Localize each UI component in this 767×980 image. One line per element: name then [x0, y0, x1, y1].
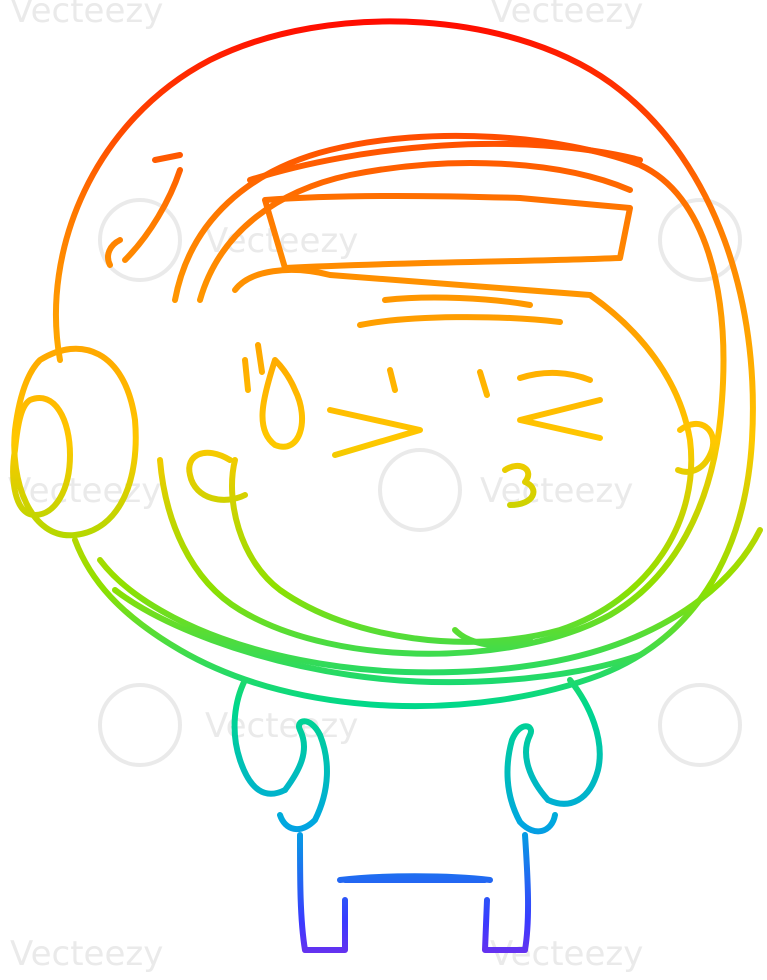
- watermark-text: Vecteezy: [10, 0, 163, 31]
- ear: [186, 449, 248, 503]
- leg-right: [482, 832, 532, 953]
- watermark-text: Vecteezy: [480, 471, 633, 511]
- helmet-highlight: [152, 152, 183, 163]
- visor-band-top: [247, 140, 643, 183]
- chin: [452, 627, 533, 649]
- watermark-layer: Vecteezy Vecteezy Vecteezy Vecteezy Vect…: [8, 0, 742, 974]
- watermark-text: Vecteezy: [205, 706, 358, 746]
- leg-left: [297, 832, 348, 953]
- helmet-inner-rim: [157, 132, 727, 657]
- sweat-drop: [259, 357, 306, 450]
- eyebrow-mark: [477, 369, 490, 398]
- collar: [97, 527, 763, 676]
- hand-right: [504, 723, 558, 835]
- watermark-text: Vecteezy: [490, 0, 643, 31]
- eye-right: [517, 397, 603, 441]
- visor-band: [262, 192, 633, 271]
- belt: [337, 873, 493, 883]
- ear-right: [675, 421, 717, 475]
- face-outline: [229, 267, 695, 645]
- hair-line: [382, 294, 533, 308]
- hair-line: [357, 314, 563, 328]
- watermark-text: Vecteezy: [8, 471, 161, 511]
- collar-inner: [112, 587, 643, 686]
- watermark-text: Vecteezy: [490, 934, 643, 974]
- eyebrow-right: [517, 369, 593, 383]
- watermark-text: Vecteezy: [10, 934, 163, 974]
- sweat-lines: [242, 357, 251, 393]
- eyebrow-left: [387, 367, 398, 393]
- hand-left: [277, 718, 330, 832]
- helmet-highlight: [122, 167, 183, 263]
- helmet-highlight: [105, 237, 123, 268]
- sweat-lines: [255, 342, 265, 375]
- ear-piece-inner: [10, 395, 73, 518]
- torso-left: [231, 677, 288, 797]
- mouth: [502, 462, 537, 508]
- eye-left: [327, 407, 423, 458]
- torso-right: [545, 677, 603, 807]
- helmet-inner-rim-2: [197, 160, 633, 303]
- helmet-outer: [53, 18, 756, 710]
- watermark-logo: [98, 198, 742, 767]
